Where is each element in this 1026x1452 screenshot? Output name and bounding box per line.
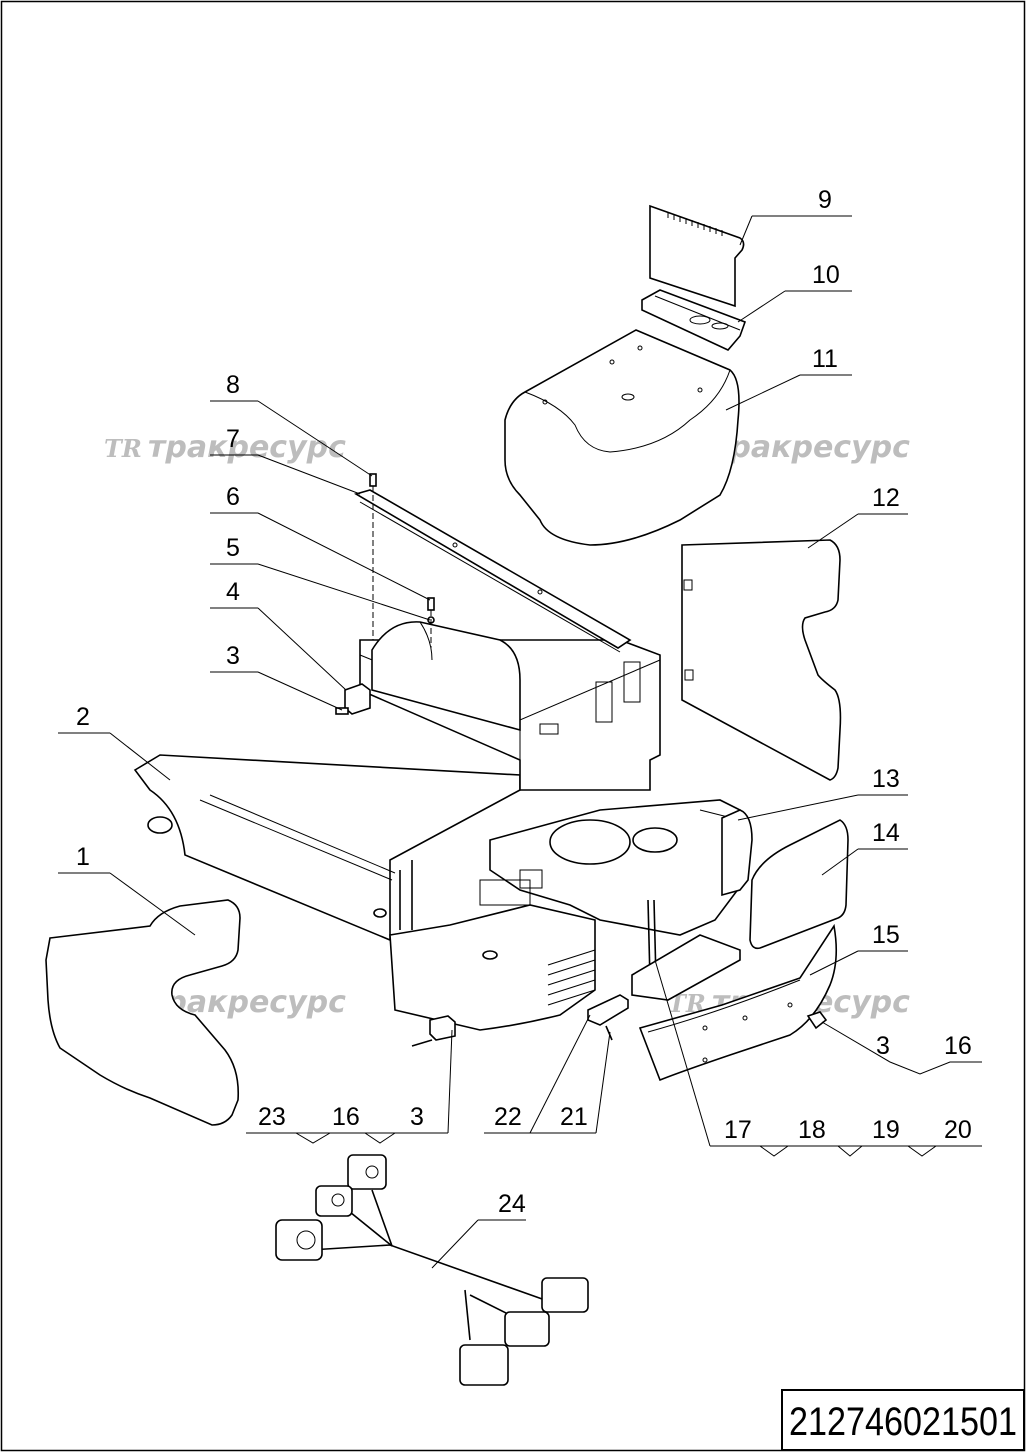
watermark-text: тракресурс [148,430,346,465]
callout-17: 17 [724,1116,752,1144]
callout-9: 9 [818,186,832,214]
callout-11: 11 [812,345,838,373]
part-17-20-rod [631,899,741,1001]
part-12-side-panel [681,539,842,781]
callout-4: 4 [226,578,240,606]
part-13-mount [721,809,753,897]
callout-16-right: 16 [944,1032,972,1060]
callout-13: 13 [872,765,900,793]
part-5-6-pin [427,597,435,648]
part-3-16-bolt-right [806,1011,828,1030]
callout-23: 23 [258,1103,286,1131]
callout-24: 24 [498,1190,526,1218]
callout-12: 12 [872,484,900,512]
part-24-harness [275,1154,589,1386]
callout-20: 20 [944,1116,972,1144]
part-21-22-hinge [587,994,629,1041]
callout-2: 2 [76,703,90,731]
callout-3-left: 3 [410,1103,424,1131]
connector-4 [541,1277,589,1313]
watermark-text: тракресурс [712,430,910,465]
leader-lines [58,215,982,1269]
callout-22: 22 [494,1103,522,1131]
callout-10: 10 [812,261,840,289]
part-14-side-panel [749,819,849,950]
callout-5: 5 [226,534,240,562]
callout-16-left: 16 [332,1103,360,1131]
part-7-long-bar [353,489,632,653]
callout-18: 18 [798,1116,826,1144]
connector-6 [459,1344,509,1386]
callout-7: 7 [226,425,240,453]
main-frame [133,621,746,1031]
callout-14: 14 [872,819,900,847]
part-23-bracket [411,1015,456,1047]
part-4-block [335,683,371,715]
callout-3: 3 [226,642,240,670]
document-number-box: 212746021501 [781,1389,1025,1451]
callout-8: 8 [226,371,240,399]
callout-1: 1 [76,843,90,871]
callout-labels: 9 10 11 12 8 7 6 5 4 3 2 1 13 14 15 3 16… [76,186,972,1218]
part-8-bolt [369,473,377,640]
callout-6: 6 [226,483,240,511]
part-11-hood [504,329,740,546]
connector-3 [275,1219,323,1261]
watermark-logo: TR [104,434,142,463]
part-1-left-panel [45,899,241,1126]
connector-2 [315,1185,353,1217]
document-number: 212746021501 [789,1400,1017,1444]
connector-1 [347,1154,387,1190]
callout-15: 15 [872,921,900,949]
callout-3-right: 3 [876,1032,890,1060]
callout-21: 21 [560,1103,588,1131]
part-9-slotted-plate [649,204,745,308]
part-10-bracket [641,289,747,351]
connector-5 [504,1311,550,1347]
callout-19: 19 [872,1116,900,1144]
watermark-1: TR тракресурс [104,430,346,465]
